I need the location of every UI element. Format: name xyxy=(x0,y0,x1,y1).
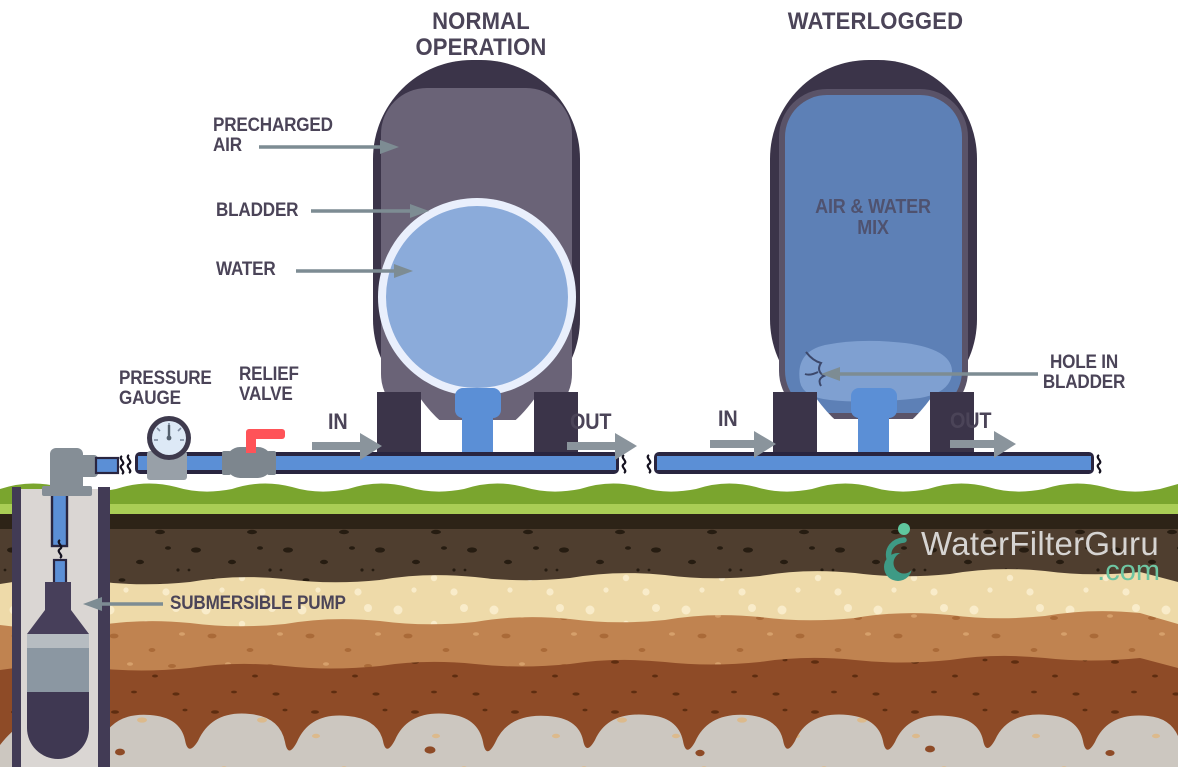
label-out-left: OUT xyxy=(570,409,612,434)
title-waterlogged: WATERLOGGED xyxy=(787,8,964,35)
pointer-arrows xyxy=(83,140,1038,611)
out-arrow-left xyxy=(567,433,637,460)
air-water-mix-fill xyxy=(785,95,962,413)
topsoil-dark-band xyxy=(0,514,1178,531)
label-in-left: IN xyxy=(328,409,348,434)
tank-waterlogged-graphic xyxy=(770,60,977,460)
label-bladder: BLADDER xyxy=(216,200,299,221)
label-air-water-mix: AIR & WATER MIX xyxy=(815,196,931,240)
tank-connector-stem xyxy=(462,400,493,460)
tank-normal-graphic xyxy=(373,60,580,460)
in-arrow-left xyxy=(312,433,382,460)
title-normal-operation: NORMAL OPERATION xyxy=(415,8,547,61)
wellhead-elbow xyxy=(42,448,125,496)
label-water: WATER xyxy=(216,259,276,280)
tank-leg-left xyxy=(773,392,817,456)
well-drop-pipe xyxy=(50,492,69,587)
deflated-bladder xyxy=(799,340,953,402)
bedrock-layer xyxy=(0,713,1178,767)
ground-layers xyxy=(0,483,1178,767)
logo-tld-text: .com xyxy=(1097,555,1160,587)
submersible-pump-graphic xyxy=(27,582,89,759)
relief-valve-graphic xyxy=(222,429,285,478)
grass-light-strip xyxy=(0,504,1178,516)
label-in-right: IN xyxy=(718,406,738,431)
label-pressure-gauge: PRESSURE GAUGE xyxy=(119,368,212,410)
label-hole-in-bladder: HOLE IN BLADDER xyxy=(1042,352,1126,394)
logo-text: WaterFilterGuru xyxy=(921,525,1159,562)
pressure-gauge-graphic xyxy=(147,416,191,480)
pipe-run-left xyxy=(126,452,627,475)
tank-leg-left xyxy=(377,392,421,456)
bladder-crack xyxy=(804,351,827,387)
water-fill xyxy=(386,206,568,388)
label-precharged-air: PRECHARGED AIR xyxy=(213,115,333,157)
label-relief-valve: RELIEF VALVE xyxy=(239,364,299,406)
logo-mark-icon xyxy=(884,523,915,581)
label-out-right: OUT xyxy=(950,408,992,433)
tank-connector-stem xyxy=(858,400,889,460)
flow-arrows xyxy=(312,431,1016,460)
label-submersible-pump: SUBMERSIBLE PUMP xyxy=(170,593,346,614)
in-arrow-right xyxy=(710,431,776,458)
out-arrow-right xyxy=(950,431,1016,458)
sienna-drip-blobs xyxy=(115,745,1115,757)
pipe-run-right xyxy=(646,452,1102,475)
soil-sienna-layer xyxy=(0,655,1178,767)
